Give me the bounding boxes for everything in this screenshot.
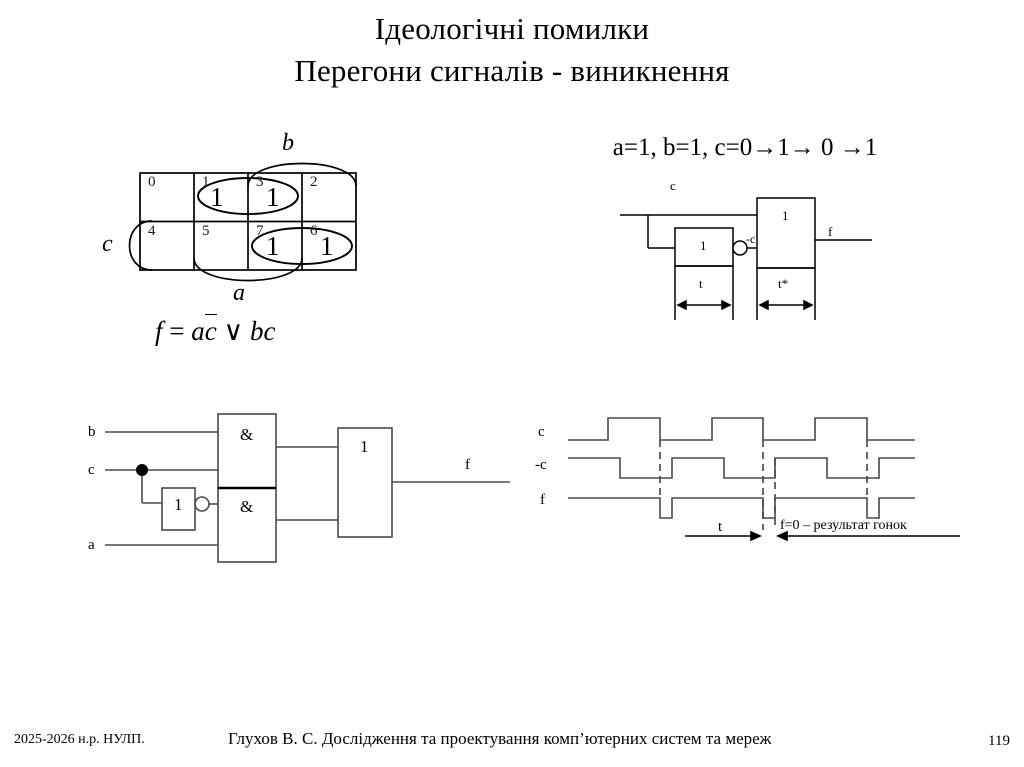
kmap-cell-index: 1: [202, 174, 210, 190]
bl-input-label-c: c: [88, 462, 95, 478]
page-title: Ідеологічні помилки Перегони сигналів - …: [0, 8, 1024, 92]
tr-inverter-output-label: -c: [746, 232, 756, 246]
formula-term1-a: a: [191, 316, 205, 346]
kmap-cell-value: 1: [210, 182, 224, 212]
kmap-cell-index: 6: [310, 223, 318, 239]
bl-input-label-a: a: [88, 537, 95, 553]
kmap-cell-index: 4: [148, 223, 156, 239]
tr-delay-t-label: t: [699, 276, 703, 291]
bl-or-gate-label: 1: [360, 437, 369, 456]
kmap-cell-index: 5: [202, 223, 210, 239]
waveform-arrow-t: [685, 530, 762, 542]
tr-output-label-f: f: [828, 224, 833, 239]
footer-page-number: 119: [988, 733, 1010, 749]
tr-inverter-label: 1: [700, 238, 707, 253]
waveform-marker-lines: [659, 440, 868, 530]
kmap-cell-index: 7: [256, 223, 264, 239]
waveform-trace-c: [568, 417, 915, 441]
waveform-trace-nc: [568, 457, 915, 479]
timing-waveform-svg: [568, 417, 960, 542]
kmap-cell-value: 1: [266, 231, 280, 261]
bl-and-gate-bottom-label: &: [240, 497, 254, 516]
title-line-2: Перегони сигналів - виникнення: [294, 53, 730, 88]
timing-waveform-figure: c -c f t f=0 – результат гонок: [530, 400, 980, 560]
formula-or-operator: ∨: [223, 316, 244, 346]
formula-f: f: [155, 316, 163, 346]
kmap-axis-label-b: b: [282, 130, 294, 156]
kmap-cell-index: 3: [256, 174, 264, 190]
delay-circuit-svg: [620, 197, 872, 320]
karnaugh-map-figure: b c a: [100, 128, 400, 368]
kmap-cell-index: 2: [310, 174, 318, 190]
kmap-formula: f = ac ∨ bc: [155, 314, 276, 347]
footer-center-text: Глухов В. С. Дослідження та проектування…: [228, 729, 772, 748]
waveform-trace-f: [568, 497, 915, 519]
kmap-axis-label-c: c: [102, 231, 113, 257]
delay-circuit-figure: c 1 -c 1 f t t*: [600, 178, 880, 330]
kmap-cell-value: 1: [320, 231, 334, 261]
kmap-cell-value: 1: [266, 182, 280, 212]
bl-input-label-b: b: [88, 424, 96, 440]
bl-and-gate-top-label: &: [240, 425, 254, 444]
formula-term1-c-negated: c: [204, 314, 218, 346]
formula-term2-b: b: [250, 316, 264, 346]
waveform-label-c: c: [538, 424, 545, 440]
waveform-delay-label: t: [718, 519, 723, 535]
kmap-axis-label-a: a: [233, 280, 245, 306]
signal-condition-header: a=1, b=1, c=0→1→ 0 →1: [612, 134, 878, 161]
waveform-label-f: f: [540, 492, 545, 508]
title-line-1: Ідеологічні помилки: [374, 11, 650, 46]
kmap-cell-index: 0: [148, 174, 156, 190]
logic-circuit-figure: b c a 1 & & 1 f: [70, 400, 520, 575]
bl-inverter-label: 1: [174, 495, 183, 514]
footer-left-text: 2025-2026 н.р. НУЛП.: [14, 732, 145, 747]
tr-input-label-c: c: [670, 178, 676, 193]
kmap-grid-svg: [128, 162, 357, 282]
waveform-label-nc: -c: [535, 457, 547, 473]
formula-term2-c: c: [263, 316, 276, 346]
waveform-arrow-race: [776, 530, 960, 542]
tr-or-gate-label: 1: [782, 208, 789, 223]
tr-delay-tstar-label: t*: [778, 276, 789, 291]
bl-output-label-f: f: [465, 457, 470, 473]
formula-equals: =: [169, 316, 185, 346]
logic-circuit-svg: [105, 413, 520, 563]
waveform-race-note: f=0 – результат гонок: [780, 518, 907, 533]
